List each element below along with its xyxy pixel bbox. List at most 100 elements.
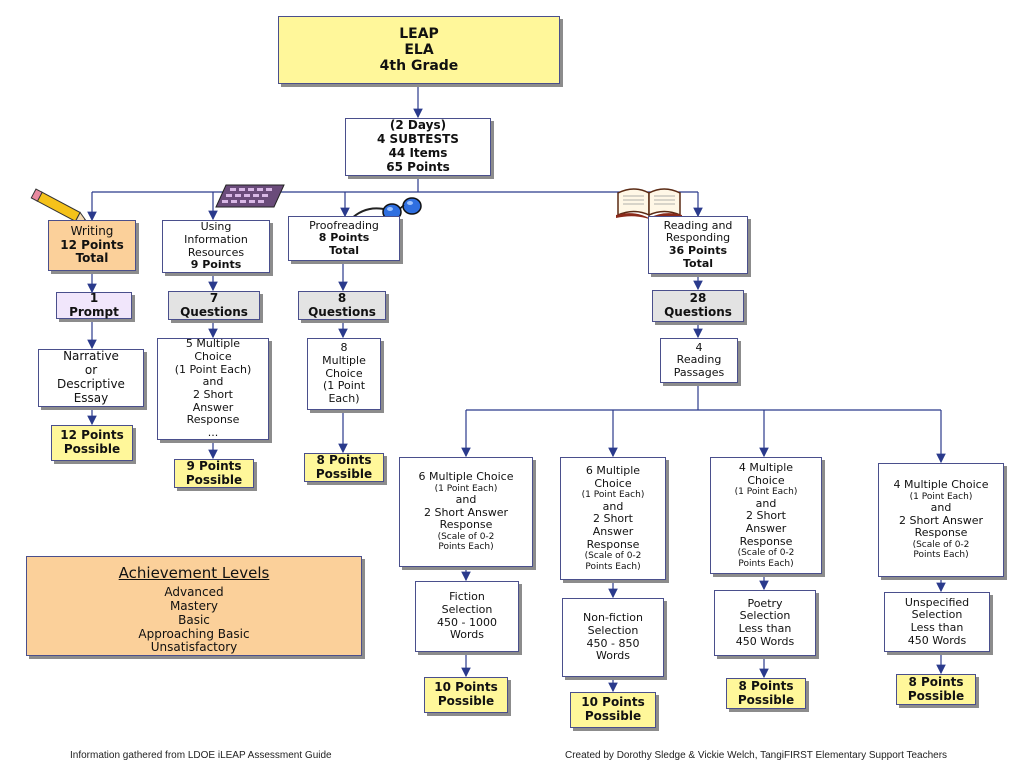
summary-subtests: 4 SUBTESTS bbox=[377, 132, 459, 147]
b3-scale-2: Points Each) bbox=[738, 558, 794, 569]
writing-total: Total bbox=[75, 251, 109, 266]
b4-sel-2: Selection bbox=[911, 608, 963, 622]
using-info-q-label: Questions bbox=[180, 304, 248, 319]
b2-sa-1: 2 Short bbox=[592, 512, 633, 526]
ui-detail-8: ... bbox=[207, 425, 219, 439]
achievement-level-2: Mastery bbox=[169, 599, 219, 614]
b3-and: and bbox=[755, 496, 777, 510]
pr-detail-4: (1 Point bbox=[322, 379, 366, 393]
writing-points: 12 Points bbox=[60, 237, 124, 252]
writing-prompt-count: 1 bbox=[89, 290, 99, 305]
branch-2-detail-box: 6 Multiple Choice (1 Point Each) and 2 S… bbox=[560, 457, 666, 580]
title-line-3: 4th Grade bbox=[379, 58, 459, 75]
b4-possible-points: 8 Points bbox=[908, 674, 964, 689]
b2-possible-label: Possible bbox=[584, 709, 642, 723]
writing-possible-label: Possible bbox=[63, 442, 121, 456]
b3-possible-label: Possible bbox=[737, 692, 795, 707]
reading-questions-box: 28 Questions bbox=[652, 290, 744, 322]
b1-sel-3: 450 - 1000 bbox=[437, 615, 497, 629]
title-line-2: ELA bbox=[404, 41, 434, 58]
ui-detail-7: Response bbox=[186, 413, 240, 427]
reading-box: Reading and Responding 36 Points Total bbox=[648, 216, 748, 274]
using-info-title-1: Using bbox=[200, 220, 232, 234]
b2-sel-4: Words bbox=[595, 649, 630, 663]
open-book-icon bbox=[616, 188, 682, 219]
b3-mc-small: (1 Point Each) bbox=[734, 487, 798, 498]
proofreading-possible-box: 8 Points Possible bbox=[304, 453, 384, 482]
summary-box: (2 Days) 4 SUBTESTS 44 Items 65 Points bbox=[345, 118, 491, 176]
b3-mc: 4 Multiple Choice bbox=[738, 461, 794, 487]
branch-3-selection-box: Poetry Selection Less than 450 Words bbox=[714, 590, 816, 656]
using-info-points: 9 Points bbox=[190, 258, 242, 272]
passages-line-2: Reading bbox=[676, 353, 722, 367]
passages-line-1: 4 bbox=[695, 340, 703, 354]
branch-1-detail-box: 6 Multiple Choice (1 Point Each) and 2 S… bbox=[399, 457, 533, 567]
b2-scale-1: (Scale of 0-2 bbox=[584, 551, 642, 562]
b1-possible-label: Possible bbox=[437, 694, 495, 708]
essay-line-1: Narrative bbox=[63, 349, 119, 364]
branch-4-selection-box: Unspecified Selection Less than 450 Word… bbox=[884, 592, 990, 652]
b4-sa-1: 2 Short Answer bbox=[898, 513, 984, 527]
writing-prompt-box: 1 Prompt bbox=[56, 290, 132, 319]
b4-sel-1: Unspecified bbox=[904, 595, 970, 609]
b1-scale-1: (Scale of 0-2 bbox=[437, 532, 495, 543]
b4-scale-1: (Scale of 0-2 bbox=[912, 540, 970, 551]
achievement-level-1: Advanced bbox=[164, 585, 224, 600]
b3-scale-1: (Scale of 0-2 bbox=[737, 548, 795, 559]
b1-sel-1: Fiction bbox=[449, 590, 485, 604]
b1-sa-1: 2 Short Answer bbox=[423, 505, 509, 519]
achievement-level-5: Unsatisfactory bbox=[150, 640, 238, 655]
summary-points: 65 Points bbox=[386, 159, 450, 174]
using-info-box: Using Information Resources 9 Points bbox=[162, 220, 270, 273]
b3-sa-3: Response bbox=[739, 534, 793, 548]
b1-and: and bbox=[455, 493, 477, 507]
branch-2-possible-box: 10 Points Possible bbox=[570, 692, 656, 728]
branch-2-selection-box: Non-fiction Selection 450 - 850 Words bbox=[562, 598, 664, 677]
b4-mc: 4 Multiple Choice bbox=[893, 478, 989, 492]
using-info-title-2: Information bbox=[184, 232, 248, 246]
b2-sa-2: Answer bbox=[592, 524, 634, 538]
using-info-possible-points: 9 Points bbox=[186, 458, 242, 473]
writing-prompt-label: Prompt bbox=[69, 304, 119, 319]
reading-passages-box: 4 Reading Passages bbox=[660, 338, 738, 383]
branch-4-detail-box: 4 Multiple Choice (1 Point Each) and 2 S… bbox=[878, 463, 1004, 577]
b1-possible-points: 10 Points bbox=[434, 680, 498, 695]
branch-1-possible-box: 10 Points Possible bbox=[424, 677, 508, 713]
proofreading-title: Proofreading bbox=[309, 218, 379, 232]
b4-sel-3: Less than bbox=[910, 621, 964, 634]
using-info-possible-box: 9 Points Possible bbox=[174, 459, 254, 488]
achievement-levels-box: Achievement Levels Advanced Mastery Basi… bbox=[26, 556, 362, 656]
summary-days: (2 Days) bbox=[389, 118, 447, 133]
b4-possible-label: Possible bbox=[907, 688, 965, 703]
b2-possible-points: 10 Points bbox=[581, 695, 645, 710]
b3-sa-2: Answer bbox=[745, 521, 787, 535]
b3-sel-1: Poetry bbox=[747, 596, 783, 610]
b1-sel-4: Words bbox=[449, 628, 484, 642]
reading-title-1: Reading and bbox=[663, 218, 733, 232]
achievement-level-4: Approaching Basic bbox=[138, 626, 250, 641]
b1-sa-2: Response bbox=[439, 518, 493, 532]
proofreading-total: Total bbox=[328, 243, 360, 257]
ui-detail-6: Answer bbox=[192, 400, 234, 414]
branch-1-selection-box: Fiction Selection 450 - 1000 Words bbox=[415, 581, 519, 652]
b4-scale-2: Points Each) bbox=[913, 550, 969, 561]
proofreading-points: 8 Points bbox=[318, 231, 370, 245]
using-info-detail-box: 5 Multiple Choice (1 Point Each) and 2 S… bbox=[157, 338, 269, 440]
passages-line-3: Passages bbox=[673, 365, 725, 379]
b1-scale-2: Points Each) bbox=[438, 542, 494, 553]
essay-line-3: Descriptive bbox=[57, 377, 125, 391]
writing-box: Writing 12 Points Total bbox=[48, 220, 136, 271]
using-info-title-3: Resources bbox=[187, 245, 245, 259]
writing-possible-box: 12 Points Possible bbox=[51, 425, 133, 461]
reading-q-label: Questions bbox=[664, 305, 732, 319]
writing-possible-points: 12 Points bbox=[60, 428, 124, 443]
pr-detail-5: Each) bbox=[328, 391, 360, 405]
achievement-level-3: Basic bbox=[178, 612, 210, 627]
using-info-possible-label: Possible bbox=[185, 472, 243, 487]
proofreading-possible-label: Possible bbox=[315, 466, 373, 481]
footer-credits: Created by Dorothy Sledge & Vickie Welch… bbox=[565, 750, 948, 761]
b4-and: and bbox=[930, 501, 952, 515]
proofreading-q-count: 8 bbox=[337, 290, 347, 305]
reading-title-2: Responding bbox=[665, 231, 731, 245]
